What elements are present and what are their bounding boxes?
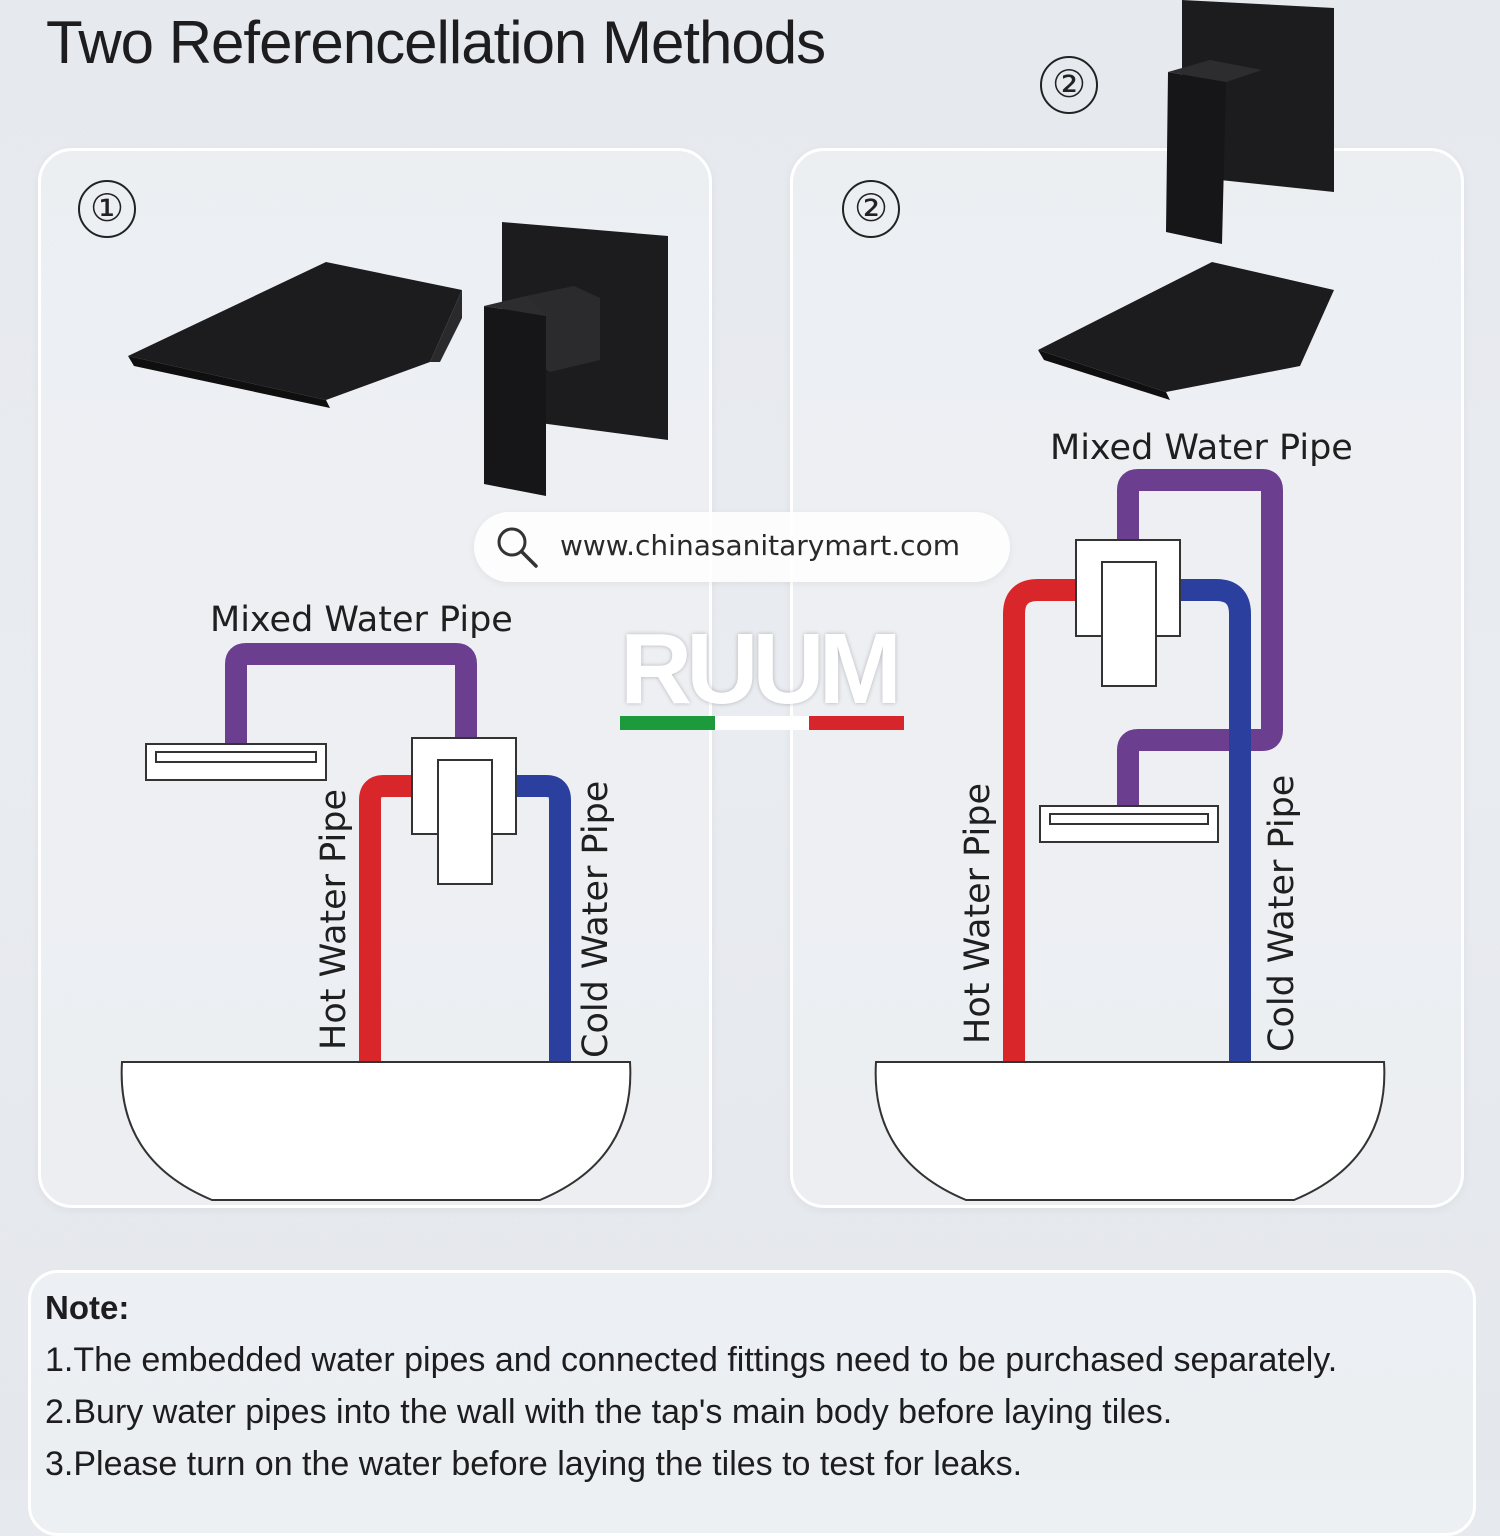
- basin-left: [120, 1061, 632, 1201]
- hot-water-pipe-right: [1003, 579, 1076, 1062]
- spout-outline-right: [1039, 805, 1219, 843]
- method-one-number: ①: [78, 180, 136, 238]
- basin-right: [874, 1061, 1386, 1201]
- valve-body-left: [411, 737, 517, 885]
- method-two-number: ②: [842, 180, 900, 238]
- valve-body-right: [1075, 539, 1181, 687]
- mixer-handle-image-left: [484, 222, 668, 496]
- logo-flag-stripe: [620, 716, 905, 730]
- cold-water-pipe-label-right: Cold Water Pipe: [1262, 774, 1302, 1052]
- spout-outline-left: [145, 743, 327, 781]
- search-icon: [494, 524, 540, 574]
- spout-image-left: [128, 262, 462, 408]
- page-title: Two Referencellation Methods: [46, 9, 826, 76]
- note-line-2: 2.Bury water pipes into the wall with th…: [45, 1393, 1173, 1431]
- note-line-1: 1.The embedded water pipes and connected…: [45, 1341, 1338, 1379]
- cold-water-pipe-right: [1180, 579, 1251, 1062]
- mixed-water-pipe-left: [225, 643, 477, 745]
- cold-water-pipe-label-left: Cold Water Pipe: [576, 780, 616, 1058]
- floating-number-two: ②: [1040, 56, 1098, 114]
- mixer-handle-image-right: [1166, 0, 1334, 244]
- note-box: Note: 1.The embedded water pipes and con…: [28, 1270, 1476, 1536]
- hot-water-pipe-label-right: Hot Water Pipe: [958, 783, 998, 1044]
- note-line-3: 3.Please turn on the water before laying…: [45, 1445, 1023, 1483]
- hot-water-pipe-left: [359, 775, 412, 1062]
- search-bar[interactable]: www.chinasanitarymart.com: [474, 512, 1010, 582]
- mixed-water-pipe-label-right: Mixed Water Pipe: [1050, 428, 1353, 468]
- search-url: www.chinasanitarymart.com: [560, 529, 960, 562]
- note-heading: Note:: [45, 1289, 130, 1326]
- spout-image-right: [1038, 262, 1334, 400]
- mixed-water-pipe-label-left: Mixed Water Pipe: [210, 600, 513, 640]
- logo-text: RUUM: [620, 613, 902, 725]
- installation-diagram: [120, 0, 1386, 1201]
- hot-water-pipe-label-left: Hot Water Pipe: [314, 789, 354, 1050]
- cold-water-pipe-left: [516, 775, 571, 1062]
- mixed-water-pipe-right: [1117, 469, 1283, 808]
